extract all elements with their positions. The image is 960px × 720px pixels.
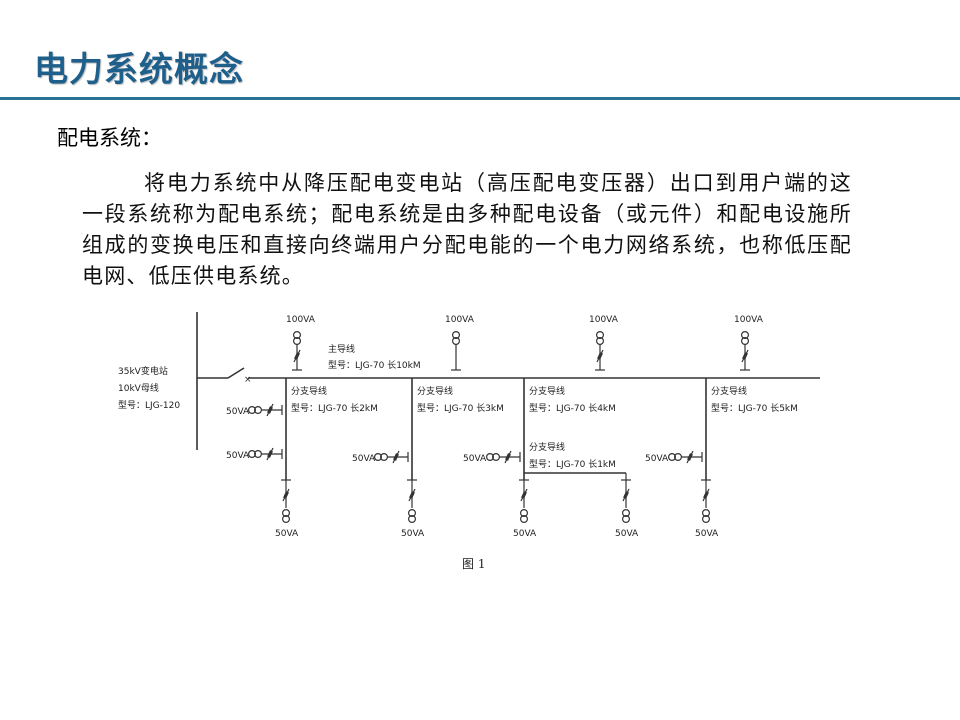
transformer-50va-label: 50VA [513,529,537,539]
transformer-50va-label: 50VA [352,454,376,464]
transformer-50va-label: 50VA [695,529,719,539]
transformer-100va-2: 100VA [445,315,475,371]
transformer-50va-label: 50VA [645,454,669,464]
bottom-transformer-50va-1: 50VA [275,479,299,539]
branch-4-label-2: 型号：LJG-70 长1kM [529,458,616,470]
side-transformer-50va-4: 50VA [463,450,521,464]
main-line-label-1: 主导线 [328,343,355,355]
main-line-label-2: 型号：LJG-70 长10kM [328,359,421,371]
transformer-100va-label: 100VA [734,315,764,325]
transformer-50va-label: 50VA [226,407,250,417]
bottom-transformer-50va-3: 50VA [513,479,537,539]
branch-3-label-2: 型号：LJG-70 长4kM [529,402,616,414]
description-paragraph: 将电力系统中从降压配电变电站（高压配电变压器）出口到用户端的这一段系统称为配电系… [82,171,852,288]
figure-caption: 图 1 [462,557,485,571]
substation-label-1: 35kV变电站 [118,365,168,377]
branch-2-label-2: 型号：LJG-70 长3kM [417,402,504,414]
branch-3-label-1: 分支导线 [529,385,565,397]
side-transformer-50va-5: 50VA [645,450,703,464]
section-label: 配电系统： [57,126,162,150]
slide-title: 电力系统概念 [34,50,244,90]
main-switch [227,367,245,379]
transformer-100va-3: 100VA [589,315,619,371]
transformer-100va-label: 100VA [589,315,619,325]
bottom-transformer-50va-5: 50VA [695,479,719,539]
side-transformer-50va-3: 50VA [352,450,409,464]
substation-label-2: 10kV母线 [118,382,159,394]
branch-4-label-1: 分支导线 [529,441,565,453]
branch-1-label-2: 型号：LJG-70 长2kM [291,402,378,414]
transformer-100va-1: 100VA [286,315,316,371]
distribution-network-diagram: × 35kV变电站 10kV母线 型号：LJG-120 主导线 型号：LJG-7… [118,312,820,571]
transformer-100va-label: 100VA [445,315,475,325]
transformer-100va-4: 100VA [734,315,764,371]
transformer-50va-label: 50VA [226,451,250,461]
transformer-50va-label: 50VA [275,529,299,539]
switch-cross-mark: × [244,375,252,385]
substation-label-3: 型号：LJG-120 [118,400,180,411]
transformer-50va-label: 50VA [401,529,425,539]
transformer-50va-label: 50VA [615,529,639,539]
title-divider [0,97,960,100]
branch-1-label-1: 分支导线 [291,385,327,397]
side-transformer-50va-1: 50VA [226,403,283,417]
side-transformer-50va-2: 50VA [226,447,283,461]
transformer-50va-label: 50VA [463,454,487,464]
branch-5-label-1: 分支导线 [711,385,747,397]
bottom-transformer-50va-4: 50VA [615,473,639,539]
branch-5-label-2: 型号：LJG-70 长5kM [711,402,798,414]
branch-2-label-1: 分支导线 [417,385,453,397]
transformer-100va-label: 100VA [286,315,316,325]
bottom-transformer-50va-2: 50VA [401,479,425,539]
